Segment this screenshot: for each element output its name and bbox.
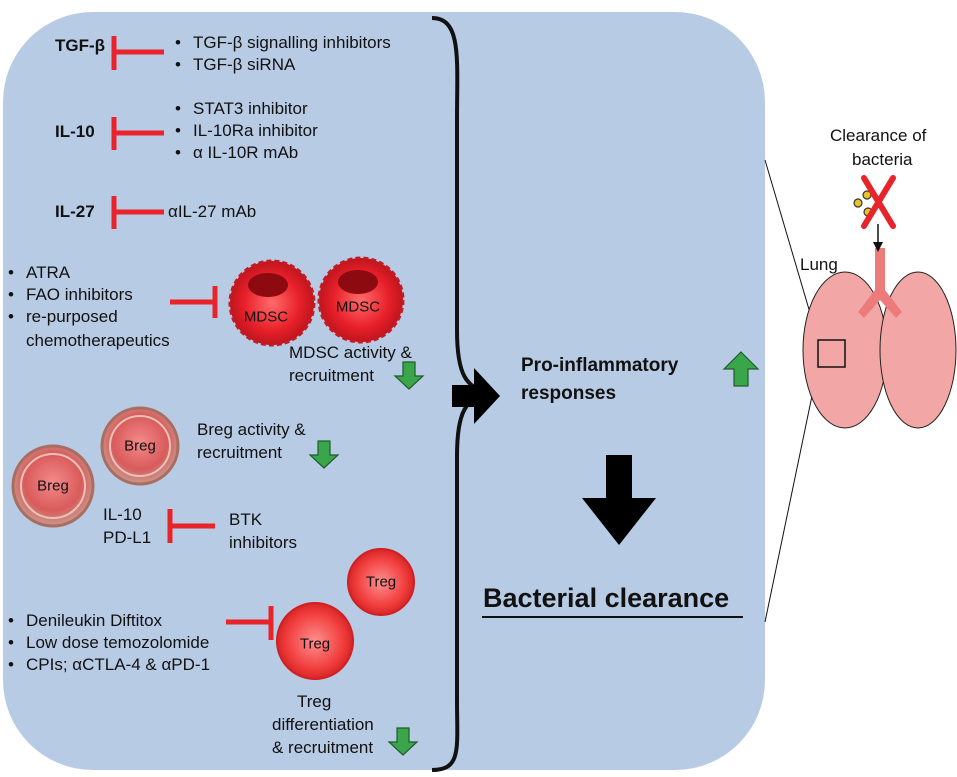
mdsc-cell-label: MDSC: [243, 308, 289, 326]
il27-label: IL-27: [55, 202, 95, 221]
breg-cell-label: Breg: [124, 437, 156, 455]
treg-effect-line1: Treg: [297, 692, 332, 711]
list-item: Denileukin Diftitox: [0, 610, 210, 632]
breg-cell: [100, 406, 180, 486]
down-arrow-icon: [308, 361, 425, 756]
il27-intervention: αIL-27 mAb: [168, 202, 257, 221]
list-item: re-purposed: [0, 306, 133, 328]
inhibit-icon: [111, 36, 274, 640]
right-arrow-icon: [452, 368, 500, 424]
pro-inflammatory-line1: Pro-inflammatory: [521, 355, 679, 376]
list-item: IL-10Ra inhibitor: [167, 120, 318, 142]
breg-products-line2: PD-L1: [103, 528, 152, 547]
treg-cell-label: Treg: [299, 635, 331, 653]
list-item: TGF-β siRNA: [167, 54, 391, 76]
treg-cell: [347, 548, 415, 616]
lung-illustration: [802, 248, 957, 429]
mdsc-cell-label: MDSC: [335, 298, 381, 316]
list-item: TGF-β signalling inhibitors: [167, 32, 391, 54]
list-item: ATRA: [0, 262, 133, 284]
treg-cell-label: Treg: [365, 573, 397, 591]
up-arrow-icon: [722, 351, 760, 387]
mdsc-cell: [228, 259, 316, 347]
tgfb-label: TGF-β: [55, 36, 106, 55]
breg-effect-line1: Breg activity &: [197, 420, 306, 439]
list-item: Low dose temozolomide: [0, 632, 210, 654]
main-panel: [3, 12, 765, 770]
btk-line1: BTK: [229, 510, 263, 529]
lung-label: Lung: [800, 255, 838, 274]
mdsc-effect-line1: MDSC activity &: [289, 343, 412, 362]
lung-zoom-box: [817, 339, 846, 368]
il10-label: IL-10: [55, 122, 95, 141]
list-item: CPIs; αCTLA-4 & αPD-1: [0, 654, 210, 676]
list-item: FAO inhibitors: [0, 284, 133, 306]
clearance-line2: bacteria: [852, 150, 913, 169]
list-item: α IL-10R mAb: [167, 142, 318, 164]
treg-effect-line2: differentiation: [272, 715, 374, 734]
btk-line2: inhibitors: [229, 533, 298, 552]
clearance-line1: Clearance of: [830, 126, 927, 145]
treg-effect-line3: & recruitment: [272, 738, 374, 757]
breg-products-line1: IL-10: [103, 505, 142, 524]
breg-effect-line2: recruitment: [197, 443, 283, 462]
il10-interventions: STAT3 inhibitor IL-10Ra inhibitor α IL-1…: [167, 98, 318, 164]
pro-inflammatory-line2: responses: [521, 383, 617, 404]
tgfb-interventions: TGF-β signalling inhibitors TGF-β siRNA: [167, 32, 391, 76]
list-item: STAT3 inhibitor: [167, 98, 318, 120]
bacterial-clearance-label: Bacterial clearance: [483, 583, 730, 613]
breg-cell: [11, 444, 95, 528]
down-arrow-icon: [582, 455, 656, 545]
breg-cell-label: Breg: [37, 477, 69, 495]
treg-interventions: Denileukin Diftitox Low dose temozolomid…: [0, 610, 210, 676]
zoom-line-bottom: [764, 366, 819, 623]
mdsc-intervention-cont: chemotherapeutics: [26, 331, 170, 350]
mdsc-interventions: ATRA FAO inhibitors re-purposed: [0, 262, 133, 328]
airway-arrow-head: [873, 242, 883, 252]
mdsc-effect-line2: recruitment: [289, 366, 375, 385]
treg-cell: [276, 602, 354, 680]
cross-icon: [861, 175, 896, 229]
mdsc-cell: [317, 256, 405, 344]
